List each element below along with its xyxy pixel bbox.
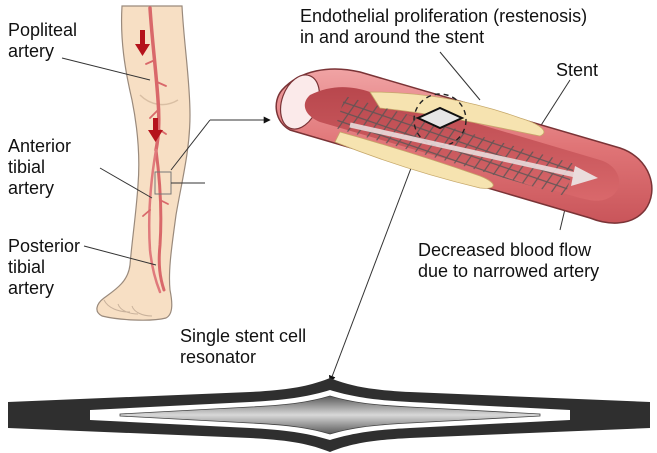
label-proliferation-line2: in and around the stent bbox=[300, 27, 587, 48]
label-posterior-tibial-artery: Posterior tibial artery bbox=[8, 236, 80, 299]
label-popliteal-artery: Popliteal artery bbox=[8, 20, 77, 62]
stent-cell-resonator bbox=[8, 378, 650, 452]
stented-vessel bbox=[274, 69, 652, 223]
label-popliteal-line1: Popliteal bbox=[8, 20, 77, 41]
label-resonator-line1: Single stent cell bbox=[180, 326, 306, 347]
label-endothelial-proliferation: Endothelial proliferation (restenosis) i… bbox=[300, 6, 587, 48]
label-flow-line2: due to narrowed artery bbox=[418, 261, 599, 282]
label-stent-text: Stent bbox=[556, 60, 598, 81]
leader-stent bbox=[538, 80, 570, 130]
label-posterior-line2: tibial bbox=[8, 257, 80, 278]
label-posterior-line1: Posterior bbox=[8, 236, 80, 257]
label-popliteal-line2: artery bbox=[8, 41, 77, 62]
label-stent: Stent bbox=[556, 60, 598, 81]
leader-proliferation bbox=[440, 52, 480, 100]
label-posterior-line3: artery bbox=[8, 278, 80, 299]
label-anterior-line2: tibial bbox=[8, 157, 71, 178]
label-resonator-line2: resonator bbox=[180, 347, 306, 368]
label-proliferation-line1: Endothelial proliferation (restenosis) bbox=[300, 6, 587, 27]
label-anterior-tibial-artery: Anterior tibial artery bbox=[8, 136, 71, 199]
label-flow-line1: Decreased blood flow bbox=[418, 240, 599, 261]
label-anterior-line1: Anterior bbox=[8, 136, 71, 157]
label-anterior-line3: artery bbox=[8, 178, 71, 199]
label-decreased-blood-flow: Decreased blood flow due to narrowed art… bbox=[418, 240, 599, 282]
label-single-stent-cell-resonator: Single stent cell resonator bbox=[180, 326, 306, 368]
